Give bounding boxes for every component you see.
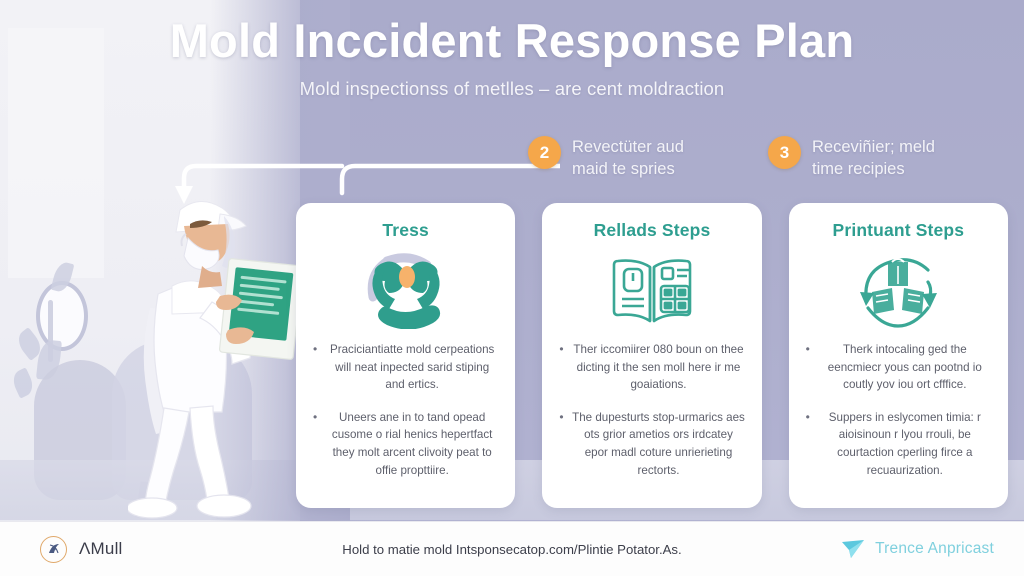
caring-hands-circle-icon bbox=[363, 251, 449, 329]
step-card-1[interactable]: Tress Praciciantiatte bbox=[296, 203, 516, 508]
oval-mirror-icon bbox=[36, 281, 88, 351]
open-book-document-icon bbox=[604, 251, 700, 329]
bullet-item: The dupesturts stop-urmarics aes ots gri… bbox=[558, 408, 745, 479]
footer-partner-name: Trence Anpricast bbox=[875, 540, 994, 557]
step-item-2[interactable]: 2 Revectüter aud maid te spries bbox=[528, 136, 684, 181]
steps-card-row: Tress Praciciantiatte bbox=[296, 203, 1008, 508]
step-item-3[interactable]: 3 Receviñier; meld time recipies bbox=[768, 136, 935, 181]
card-bullets-1: Praciciantiatte mold cerpeations will ne… bbox=[312, 340, 499, 479]
page-title: Mold Inccident Response Plan bbox=[169, 14, 855, 67]
circular-logo-icon bbox=[40, 535, 67, 563]
footer-center-text: Hold to matie mold Intsponsecatop.com/Pl… bbox=[342, 541, 682, 557]
bullet-item: Uneers ane in to tand opead cusome o ria… bbox=[312, 408, 499, 479]
footer-partner[interactable]: Trence Anpricast bbox=[840, 537, 994, 561]
step-card-2[interactable]: Rellads Steps bbox=[542, 203, 762, 508]
bullet-item: Ther iccomiirer 080 boun on thee dicting… bbox=[558, 340, 745, 394]
bullet-item: Suppers in eslycomen timia: r aioisinoun… bbox=[805, 408, 992, 479]
recycle-boxes-icon bbox=[852, 251, 944, 329]
card-title-3: Printuant Steps bbox=[832, 220, 965, 240]
card-title-2: Rellads Steps bbox=[593, 220, 711, 240]
step-badge-3: 3 bbox=[768, 136, 801, 169]
paper-plane-icon bbox=[842, 540, 865, 558]
step-card-3[interactable]: Printuant Steps bbox=[788, 203, 1008, 508]
footer-brand[interactable]: ΛMull bbox=[40, 535, 123, 563]
step-label-3: Receviñier; meld time recipies bbox=[812, 138, 935, 179]
card-bullets-3: Therk intocaling ged the eencmiecr yous … bbox=[805, 340, 992, 479]
page-subtitle: Mold inspectionss of metlles – are cent … bbox=[299, 77, 725, 99]
step-badge-2: 2 bbox=[528, 136, 561, 169]
step-badges-row: 2 Revectüter aud maid te spries 3 Recevi… bbox=[520, 134, 990, 192]
bullet-item: Therk intocaling ged the eencmiecr yous … bbox=[805, 340, 992, 394]
wall-panel-decor bbox=[8, 28, 104, 278]
plant-stem-decor bbox=[48, 300, 53, 362]
step-label-2: Revectüter aud maid te spries bbox=[572, 138, 684, 179]
poster-header: Mold Inccident Response Plan Mold inspec… bbox=[0, 14, 1024, 100]
card-title-1: Tress bbox=[382, 220, 429, 240]
card-bullets-2: Ther iccomiirer 080 boun on thee dicting… bbox=[558, 340, 745, 479]
footer-brand-name: ΛMull bbox=[79, 539, 123, 558]
bullet-item: Praciciantiatte mold cerpeations will ne… bbox=[312, 340, 499, 394]
mold-inspector-worker-illustration bbox=[128, 201, 304, 519]
poster-footer: ΛMull Hold to matie mold Intsponsecatop.… bbox=[0, 521, 1024, 576]
